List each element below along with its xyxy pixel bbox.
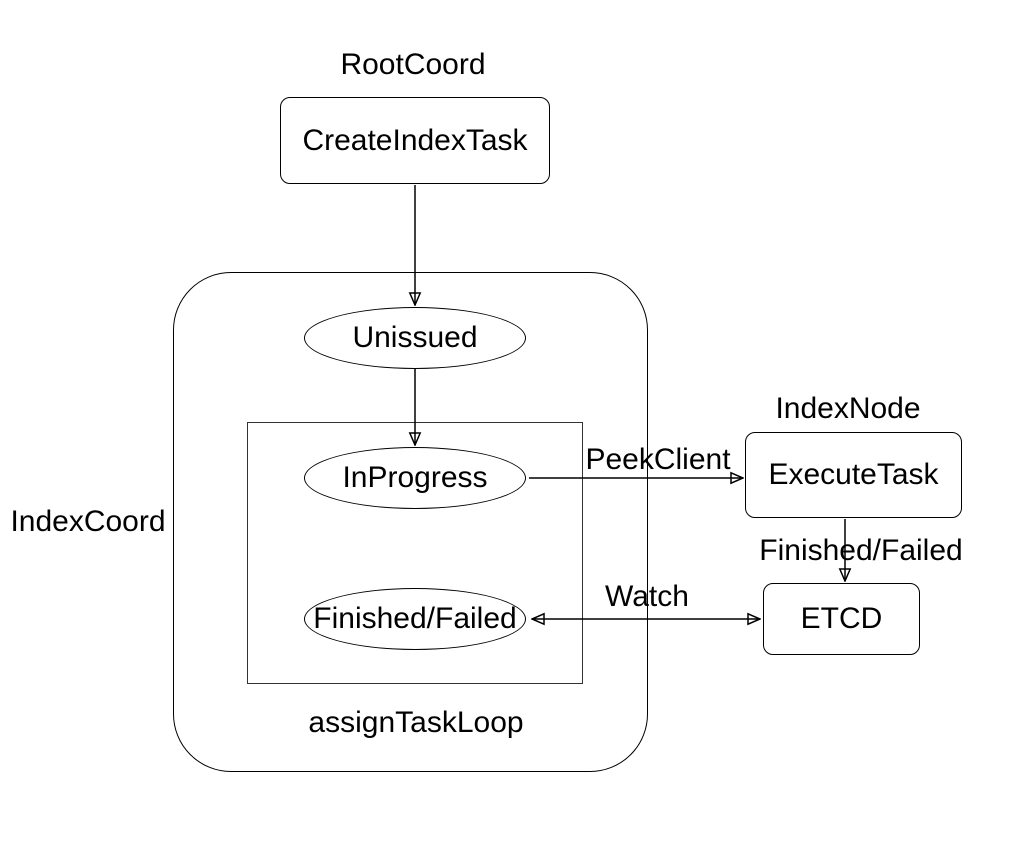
etcd-node: ETCD (763, 583, 920, 655)
index-coord-label: IndexCoord (10, 505, 166, 538)
execute-task-node: ExecuteTask (745, 432, 962, 518)
assign-task-loop-label: assignTaskLoop (308, 706, 524, 739)
watch-edge-label: Watch (605, 580, 689, 613)
execute-task-label: ExecuteTask (768, 458, 939, 491)
root-coord-label: RootCoord (340, 48, 486, 81)
peek-client-edge-label: PeekClient (585, 443, 731, 476)
create-index-task-node: CreateIndexTask (280, 97, 550, 184)
finished-failed-label: Finished/Failed (313, 602, 517, 635)
finished-failed-state-node: Finished/Failed (304, 588, 526, 650)
create-index-task-label: CreateIndexTask (302, 123, 528, 157)
index-coord-container (173, 272, 648, 772)
etcd-label: ETCD (800, 602, 883, 635)
index-node-label: IndexNode (775, 392, 921, 425)
in-progress-label: InProgress (342, 461, 488, 494)
in-progress-state-node: InProgress (304, 447, 526, 509)
unissued-label: Unissued (352, 321, 478, 354)
unissued-state-node: Unissued (304, 307, 526, 369)
finished-failed-edge-label: Finished/Failed (759, 534, 963, 567)
